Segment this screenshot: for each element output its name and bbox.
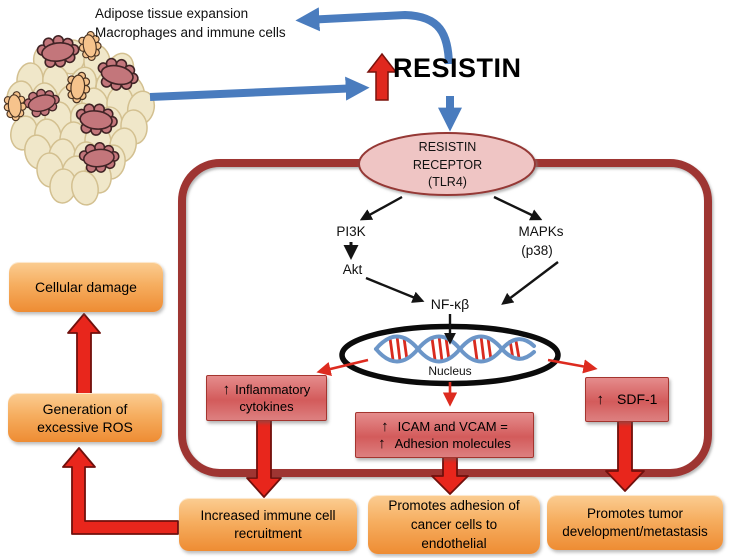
nfkb-label: NF-κβ — [430, 296, 470, 312]
arrow-ros-to-cellular-damage — [67, 313, 101, 396]
arrow-p38-to-nfkb — [501, 261, 559, 305]
arrow-receptor-to-mapks — [493, 195, 543, 221]
receptor-label: RESISTIN RECEPTOR (TLR4) — [412, 140, 483, 189]
increase-arrow-icon: ↑ — [381, 418, 389, 435]
adhesion-box: Promotes adhesion of cancer cells to end… — [368, 495, 540, 554]
akt-label: Akt — [342, 262, 363, 277]
arrow-resistin-to-adipose-feedback — [295, 7, 453, 65]
mapks-label: MAPKs — [518, 224, 564, 239]
resistin-title: RESISTIN — [393, 53, 522, 83]
pi3k-label: PI3K — [336, 224, 366, 239]
sdf1-box: ↑ SDF-1 — [585, 377, 669, 422]
immune-recruitment-box: Increased immune cell recruitment — [179, 498, 357, 551]
icam-vcam-box: ↑ ICAM and VCAM = ↑ Adhesion molecules — [355, 412, 534, 458]
arrow-receptor-to-pi3k — [359, 195, 403, 221]
increase-arrow-icon: ↑ — [596, 391, 605, 408]
pathway-arrows — [343, 195, 559, 345]
increase-arrow-icon: ↑ — [378, 435, 386, 452]
adipose-caption-line1: Adipose tissue expansion — [95, 6, 249, 21]
cellular-damage-box: Cellular damage — [9, 262, 163, 312]
arrow-nucleus-to-sdf1 — [547, 358, 598, 374]
adipose-cells-illustration — [2, 29, 159, 209]
arrow-adipose-to-resistin — [149, 76, 370, 101]
tumor-metastasis-box: Promotes tumor development/metastasis — [547, 495, 723, 550]
inflammatory-cytokines-box: ↑ Inflammatory cytokines — [206, 375, 327, 421]
arrow-inflammatory-to-immune-recruitment — [246, 417, 282, 498]
arrow-sdf1-to-tumor — [605, 420, 645, 492]
p38-label: (p38) — [521, 243, 553, 258]
ros-box: Generation of excessive ROS — [8, 393, 162, 442]
arrow-immune-recruitment-to-ros — [62, 447, 179, 535]
resistin-increase-arrow-icon — [366, 52, 398, 101]
resistin-receptor-ellipse — [358, 132, 536, 196]
nucleus-label: Nucleus — [428, 364, 472, 378]
adipose-caption-line2: Macrophages and immune cells — [95, 25, 286, 40]
arrow-icam-to-adhesion — [431, 455, 469, 495]
arrow-nucleus-to-inflammatory — [316, 358, 369, 376]
arrow-akt-to-nfkb — [365, 276, 425, 303]
increase-arrow-icon: ↑ — [222, 381, 231, 398]
